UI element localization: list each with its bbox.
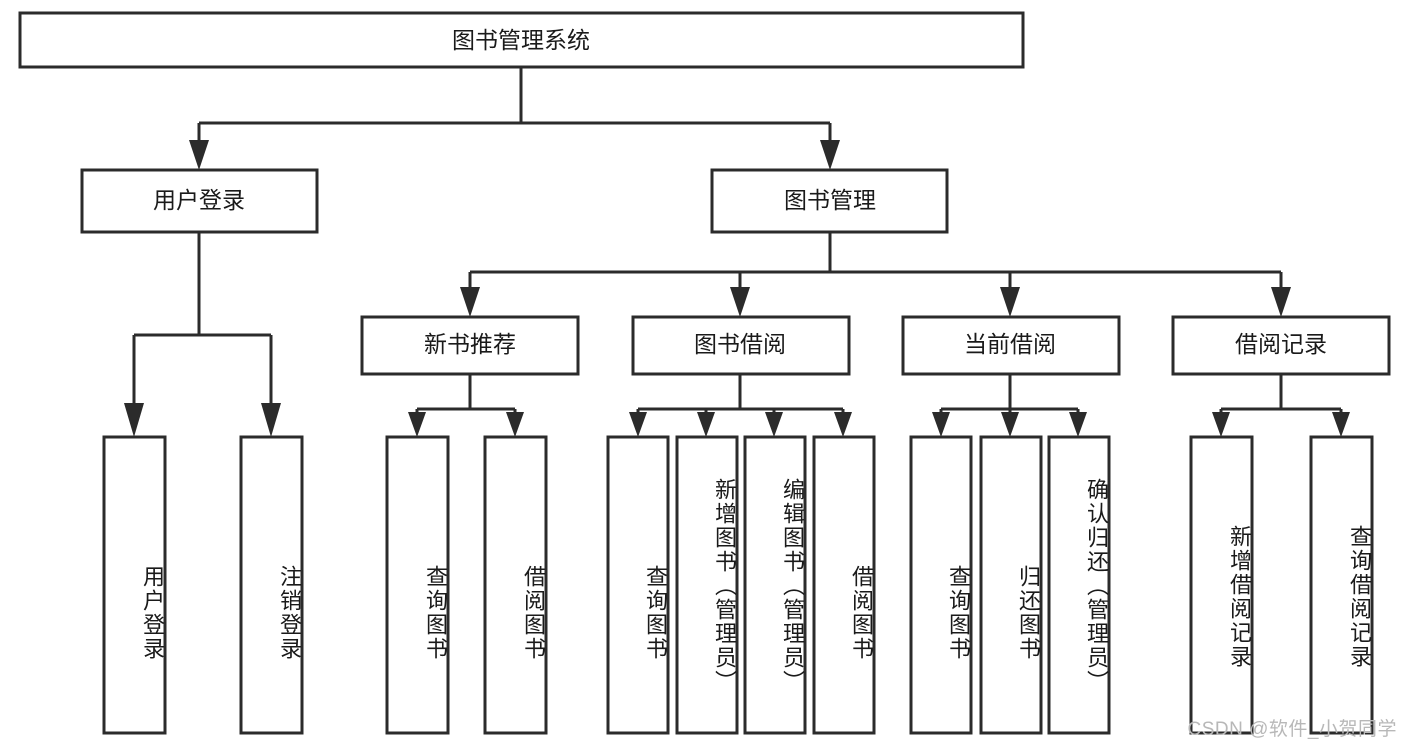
- arrow-bookmgmt-record: [1271, 287, 1291, 317]
- connector-group-root-to-level2: [189, 67, 840, 170]
- arrow-record-leaf1: [1212, 412, 1230, 437]
- arrow-borrow-leaf2: [697, 412, 715, 437]
- leaf-book-borrow-0[interactable]: [606, 435, 670, 735]
- label-user-login: 用户登录: [153, 187, 245, 213]
- leaf-borrow-record-0[interactable]: [1189, 435, 1254, 735]
- label-borrow-record: 借阅记录: [1235, 331, 1327, 357]
- label-root: 图书管理系统: [452, 27, 590, 53]
- leaf-new-book-0[interactable]: [385, 435, 450, 735]
- leaf-book-borrow-3[interactable]: [812, 435, 876, 735]
- arrow-bookmgmt-newbook: [460, 287, 480, 317]
- node-borrow-record[interactable]: [1171, 315, 1391, 376]
- arrow-root-to-bookmgmt: [820, 140, 840, 170]
- node-new-book-recommend[interactable]: [360, 315, 580, 376]
- node-user-login[interactable]: [80, 168, 319, 234]
- leaf-user-login-0[interactable]: [102, 435, 167, 735]
- label-current-borrow: 当前借阅: [964, 331, 1056, 357]
- arrow-newbook-leaf1: [408, 412, 426, 437]
- node-book-management[interactable]: [710, 168, 949, 234]
- node-book-borrow[interactable]: [631, 315, 851, 376]
- leaf-borrow-record-1[interactable]: [1309, 435, 1374, 735]
- connector-group-newbook-to-leaves: [408, 374, 524, 437]
- connector-group-userlogin-to-leaves: [124, 232, 281, 437]
- node-current-borrow[interactable]: [901, 315, 1121, 376]
- arrow-borrow-leaf4: [834, 412, 852, 437]
- leaf-book-borrow-1[interactable]: [675, 435, 739, 735]
- arrow-record-leaf2: [1332, 412, 1350, 437]
- leaf-current-borrow-0[interactable]: [909, 435, 973, 735]
- arrow-current-leaf2: [1001, 412, 1019, 437]
- leaf-book-borrow-2[interactable]: [743, 435, 807, 735]
- arrow-borrow-leaf3: [765, 412, 783, 437]
- arrow-bookmgmt-borrow: [730, 287, 750, 317]
- leaf-new-book-1[interactable]: [483, 435, 548, 735]
- leaf-current-borrow-1[interactable]: [979, 435, 1043, 735]
- leaf-user-login-1[interactable]: [239, 435, 304, 735]
- label-book-management: 图书管理: [784, 187, 876, 213]
- connector-group-borrow-to-leaves: [629, 374, 852, 437]
- arrow-bookmgmt-current: [1000, 287, 1020, 317]
- watermark-csdn: CSDN @软件_小贺同学: [1187, 719, 1397, 740]
- connector-group-bookmgmt-to-level3: [460, 232, 1291, 317]
- arrow-userlogin-leaf1: [124, 403, 144, 437]
- connector-group-record-to-leaves: [1212, 374, 1350, 437]
- arrow-current-leaf1: [932, 412, 950, 437]
- node-root-book-management-system[interactable]: [18, 11, 1025, 69]
- connector-group-current-to-leaves: [932, 374, 1087, 437]
- arrow-current-leaf3: [1069, 412, 1087, 437]
- arrow-root-to-userlogin: [189, 140, 209, 170]
- label-new-book-recommend: 新书推荐: [424, 331, 516, 357]
- arrow-newbook-leaf2: [506, 412, 524, 437]
- arrow-borrow-leaf1: [629, 412, 647, 437]
- label-book-borrow: 图书借阅: [694, 331, 786, 357]
- leaf-current-borrow-2[interactable]: [1047, 435, 1111, 735]
- arrow-userlogin-leaf2: [261, 403, 281, 437]
